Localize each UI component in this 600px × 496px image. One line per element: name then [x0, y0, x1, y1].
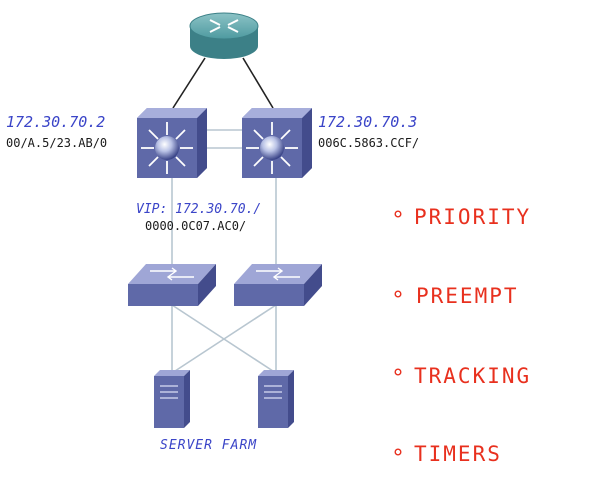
link-cross-2	[171, 304, 277, 374]
access-switch-right-icon	[234, 264, 322, 306]
switch-left-ip: 172.30.70.2	[6, 113, 105, 131]
bullet-dot	[394, 210, 402, 218]
router-icon	[189, 12, 259, 59]
vip-mac: 0000.0C07.AC0/	[145, 219, 246, 233]
feature-list: PRIORITY PREEMPT TRACKING TIMERS	[394, 205, 531, 466]
bullet-preempt: PREEMPT	[416, 284, 519, 308]
vip-label: VIP: 172.30.70./	[136, 202, 261, 217]
bullet-priority: PRIORITY	[414, 205, 531, 229]
bullet-dot	[394, 290, 402, 298]
bullet-tracking: TRACKING	[414, 364, 531, 388]
bullet-timers: TIMERS	[414, 442, 502, 466]
network-links	[171, 57, 277, 374]
bullet-dot	[394, 368, 402, 376]
access-switch-left-icon	[128, 264, 216, 306]
link-router-right	[242, 57, 274, 109]
multilayer-switch-right-icon	[242, 108, 312, 178]
switch-left-mac: 00/A.5/23.AB/0	[6, 136, 107, 150]
link-router-left	[172, 57, 206, 109]
switch-right-ip: 172.30.70.3	[318, 113, 417, 131]
server-farm-label: SERVER FARM	[160, 438, 257, 453]
server-right-icon	[258, 370, 294, 428]
server-left-icon	[154, 370, 190, 428]
multilayer-switch-left-icon	[137, 108, 207, 178]
bullet-dot	[394, 448, 402, 456]
switch-right-mac: 006C.5863.CCF/	[318, 136, 419, 150]
